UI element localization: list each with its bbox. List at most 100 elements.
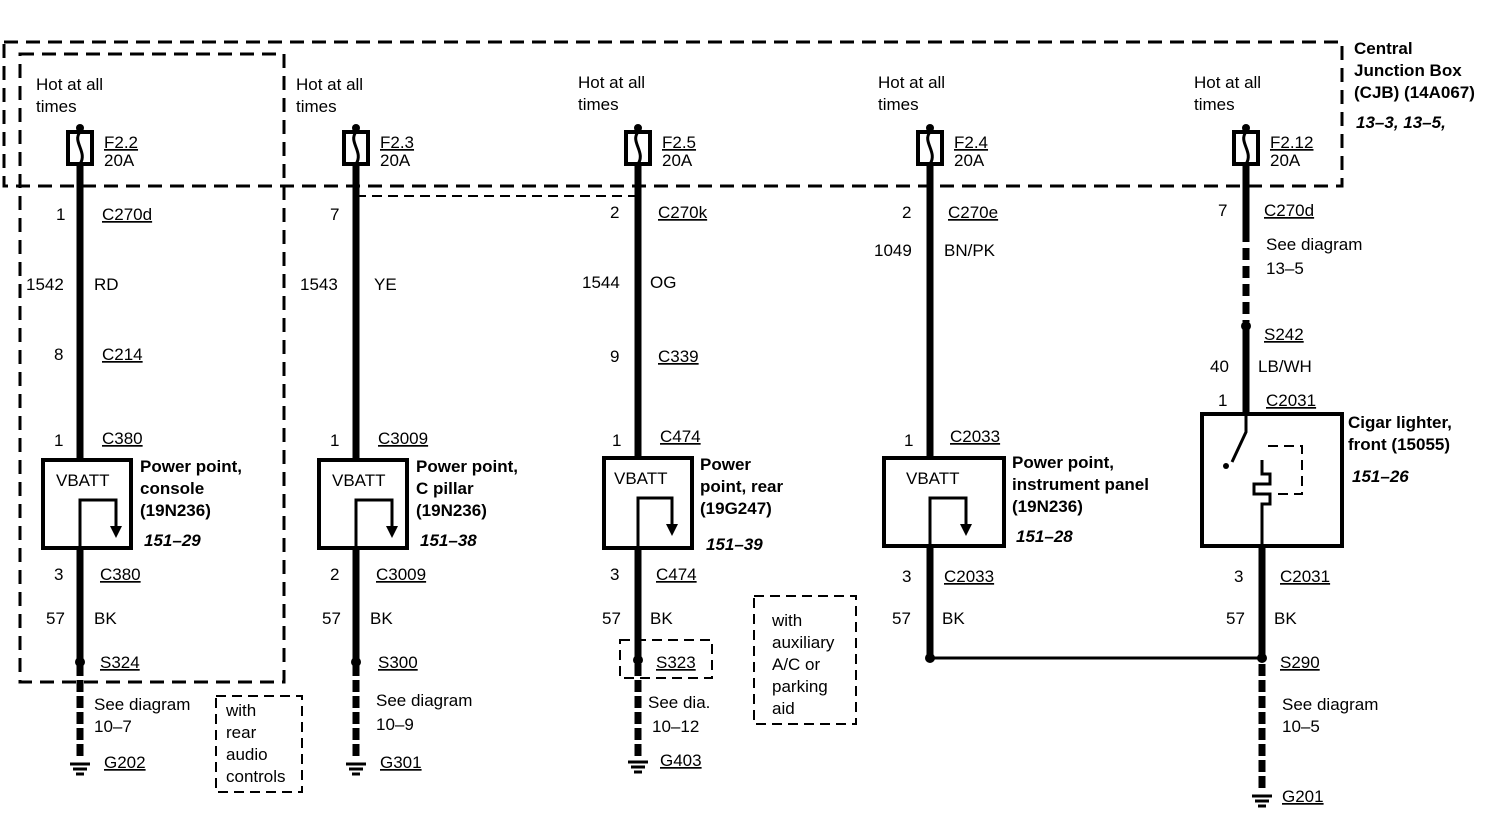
connector: C380 bbox=[102, 429, 143, 448]
pin: 2 bbox=[610, 203, 619, 222]
note-text: audio bbox=[226, 745, 268, 764]
pin: 7 bbox=[1218, 201, 1227, 220]
hot-label: Hot at all bbox=[1194, 73, 1261, 92]
splice-id: S290 bbox=[1280, 653, 1320, 672]
device-name: Cigar lighter, bbox=[1348, 413, 1452, 432]
connector: C270e bbox=[948, 203, 998, 222]
device-name: Power point, bbox=[416, 457, 518, 476]
device-box bbox=[602, 456, 694, 550]
splice-icon bbox=[1257, 653, 1267, 663]
see-diagram: See diagram bbox=[94, 695, 190, 714]
circuit-instrument-panel: Hot at all times F2.4 20A 2 C270e 1049 B… bbox=[874, 73, 1260, 663]
device-name: (19G247) bbox=[700, 499, 772, 518]
device-name: Power point, bbox=[1012, 453, 1114, 472]
wire-color: BK bbox=[650, 609, 673, 628]
pin: 1 bbox=[904, 431, 913, 450]
fuse-element bbox=[1242, 131, 1250, 165]
splice-optional-box bbox=[619, 639, 713, 679]
wire-number: 57 bbox=[892, 609, 911, 628]
socket-contact bbox=[78, 498, 118, 548]
splice-id: S300 bbox=[378, 653, 418, 672]
hot-label: Hot at all bbox=[36, 75, 103, 94]
see-diagram: 10–5 bbox=[1282, 717, 1320, 736]
fuse-element bbox=[926, 131, 934, 165]
wire-color: RD bbox=[94, 275, 119, 294]
device-ref: 151–26 bbox=[1352, 467, 1409, 486]
fuse-element bbox=[352, 131, 360, 165]
cjb-refs: 13–3, 13–5, bbox=[1356, 113, 1446, 132]
arrow-icon bbox=[110, 526, 122, 538]
device-label: VBATT bbox=[906, 469, 960, 488]
note-text: aid bbox=[772, 699, 795, 718]
device-name: (19N236) bbox=[140, 501, 211, 520]
wire-color: BK bbox=[370, 609, 393, 628]
see-diagram: 13–5 bbox=[1266, 259, 1304, 278]
fuse-id: F2.2 bbox=[104, 133, 138, 152]
connector: C270d bbox=[102, 205, 152, 224]
cjb-label-line1: Central bbox=[1354, 39, 1413, 58]
pin: 3 bbox=[610, 565, 619, 584]
wire-number: 57 bbox=[46, 609, 65, 628]
ground-id: G403 bbox=[660, 751, 702, 770]
wire-color: BK bbox=[94, 609, 117, 628]
ground-id: G201 bbox=[1282, 787, 1324, 806]
switch-icon bbox=[1230, 414, 1248, 463]
note-text: with bbox=[225, 701, 256, 720]
connector: C3009 bbox=[376, 565, 426, 584]
device-ref: 151–28 bbox=[1016, 527, 1073, 546]
note-text: parking bbox=[772, 677, 828, 696]
hot-label: times bbox=[578, 95, 619, 114]
pin: 1 bbox=[1218, 391, 1227, 410]
pin: 1 bbox=[330, 431, 339, 450]
see-diagram: See dia. bbox=[648, 693, 710, 712]
switch-contact bbox=[1223, 463, 1229, 469]
note-text: A/C or bbox=[772, 655, 821, 674]
socket-contact bbox=[928, 496, 968, 546]
device-ref: 151–38 bbox=[420, 531, 477, 550]
fuse-id: F2.4 bbox=[954, 133, 988, 152]
see-diagram: See diagram bbox=[1266, 235, 1362, 254]
pin: 1 bbox=[54, 431, 63, 450]
socket-contact bbox=[354, 498, 394, 548]
wire-number: 57 bbox=[602, 609, 621, 628]
see-diagram: 10–9 bbox=[376, 715, 414, 734]
splice-icon bbox=[75, 657, 85, 667]
circuit-console: Hot at all times F2.2 20A 1 C270d 1542 R… bbox=[26, 75, 242, 776]
circuit-c-pillar: Hot at all times F2.3 20A 7 1543 YE 1 C3… bbox=[296, 75, 518, 776]
pin: 3 bbox=[1234, 567, 1243, 586]
note-text: rear bbox=[226, 723, 257, 742]
connector: C2033 bbox=[950, 427, 1000, 446]
pin: 7 bbox=[330, 205, 339, 224]
fuse-id: F2.5 bbox=[662, 133, 696, 152]
circuit-cigar-lighter: Hot at all times F2.12 20A 7 C270d See d… bbox=[1194, 73, 1452, 808]
arrow-icon bbox=[960, 524, 972, 536]
cjb-outline bbox=[2, 40, 1344, 188]
pin: 2 bbox=[902, 203, 911, 222]
arrow-icon bbox=[666, 524, 678, 536]
device-label: VBATT bbox=[614, 469, 668, 488]
wire-number: 1543 bbox=[300, 275, 338, 294]
wire-color: BK bbox=[942, 609, 965, 628]
pin: 2 bbox=[330, 565, 339, 584]
device-name: front (15055) bbox=[1348, 435, 1450, 454]
device-box bbox=[882, 456, 1006, 548]
socket-contact bbox=[636, 496, 674, 548]
hot-label: times bbox=[878, 95, 919, 114]
wire-color: BK bbox=[1274, 609, 1297, 628]
see-diagram: 10–12 bbox=[652, 717, 699, 736]
see-diagram: 10–7 bbox=[94, 717, 132, 736]
circuit-rear: Hot at all times F2.5 20A 2 C270k 1544 O… bbox=[578, 73, 784, 774]
wire-number: 1049 bbox=[874, 241, 912, 260]
connector: C474 bbox=[656, 565, 697, 584]
wire-color: LB/WH bbox=[1258, 357, 1312, 376]
note-text: auxiliary bbox=[772, 633, 835, 652]
see-diagram: See diagram bbox=[376, 691, 472, 710]
device-label: VBATT bbox=[56, 471, 110, 490]
note-box bbox=[215, 695, 303, 793]
ground-icon bbox=[1252, 794, 1272, 808]
arrow-icon bbox=[386, 526, 398, 538]
device-box bbox=[1200, 412, 1344, 548]
console-circuit-outline bbox=[18, 52, 286, 684]
pin: 3 bbox=[54, 565, 63, 584]
device-name: instrument panel bbox=[1012, 475, 1149, 494]
